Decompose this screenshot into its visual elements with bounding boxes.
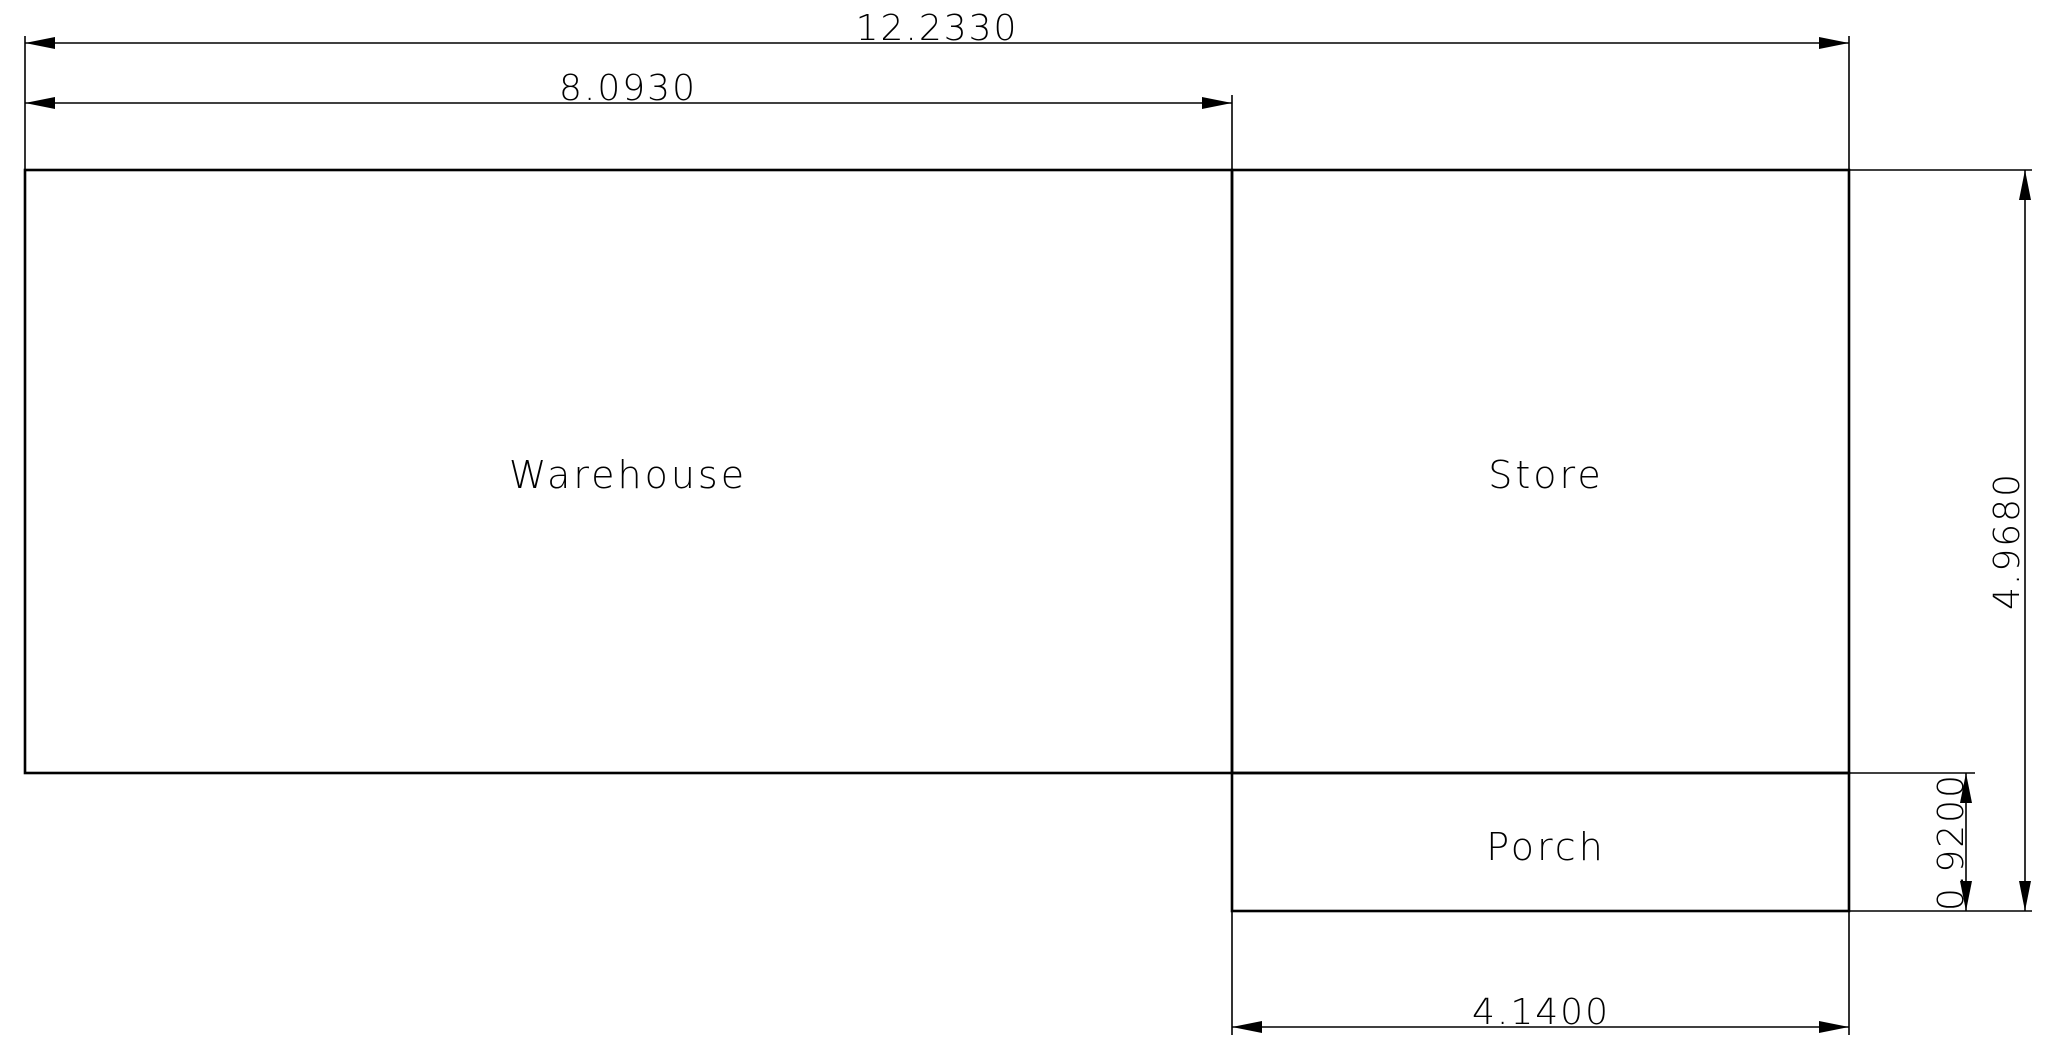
arrowhead-top-porch-height [1960,773,1972,803]
arrowhead-bottom-store-height [2019,881,2031,911]
arrowhead-left-overall [25,37,55,49]
dimension-porch-height: 0.9200 [1849,772,1975,911]
arrowhead-right-store [1819,1021,1849,1033]
dimension-store-height: 4.9680 [1849,169,2032,912]
dimension-store-width: 4.1400 [1231,911,1850,1035]
arrowhead-left-store [1232,1021,1262,1033]
dimension-label-overall-width: 12.2330 [856,8,1019,49]
room-outlines [23,168,1851,913]
arrowhead-right-overall [1819,37,1849,49]
arrowhead-top-store-height [2019,170,2031,200]
warehouse-label: Warehouse [509,453,747,497]
arrowhead-right-warehouse [1202,97,1232,109]
dimension-overall-width: 12.2330 [24,8,1850,170]
dimension-label-warehouse-width: 8.0930 [559,68,697,109]
porch-outline[interactable] [1230,771,1851,913]
dimension-label-store-height: 4.9680 [1987,472,2028,610]
porch-label: Porch [1486,825,1606,869]
dimension-label-porch-height: 0.9200 [1931,773,1972,911]
store-label: Store [1488,453,1603,497]
arrowhead-bottom-porch-height [1960,881,1972,911]
arrowhead-left-warehouse [25,97,55,109]
dimension-label-store-width: 4.1400 [1472,992,1610,1033]
dimension-warehouse-width: 8.0930 [25,68,1233,170]
